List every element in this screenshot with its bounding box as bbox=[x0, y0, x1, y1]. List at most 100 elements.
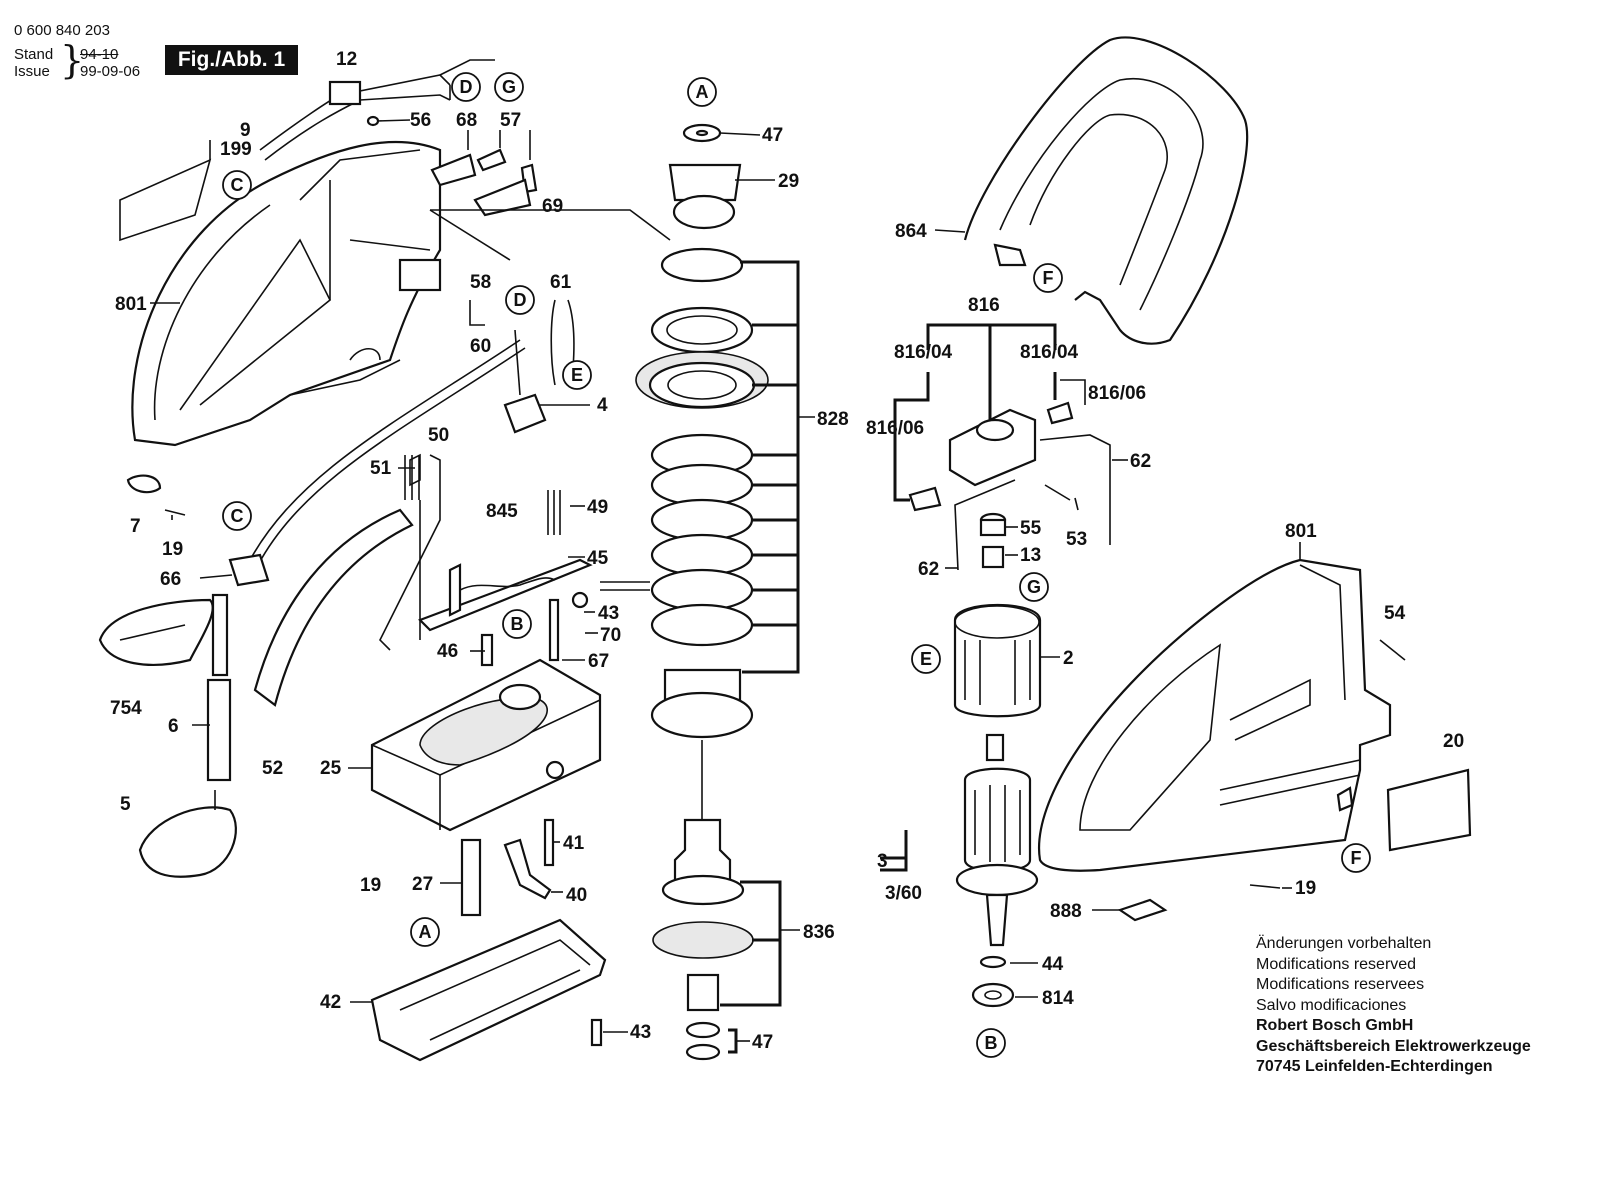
part-label: 46 bbox=[437, 641, 458, 662]
svg-text:B: B bbox=[985, 1033, 998, 1053]
part-label: 47 bbox=[752, 1032, 773, 1053]
part-label: 6 bbox=[168, 716, 179, 737]
switch-assembly-drawing bbox=[249, 299, 575, 566]
part-label: 816 bbox=[968, 295, 1000, 316]
company-address: 70745 Leinfelden-Echterdingen bbox=[1256, 1058, 1493, 1075]
part-label: 68 bbox=[456, 110, 477, 131]
cable-drawing bbox=[259, 59, 495, 161]
svg-text:C: C bbox=[231, 175, 244, 195]
svg-text:F: F bbox=[1043, 268, 1054, 288]
part-label: 3 bbox=[877, 851, 888, 872]
part-label: 51 bbox=[370, 458, 392, 479]
part-label: 12 bbox=[336, 49, 357, 70]
part-label: 836 bbox=[803, 922, 835, 943]
notes-block: Änderungen vorbehalten Modifications res… bbox=[1256, 934, 1586, 1078]
part-label: 40 bbox=[566, 885, 587, 906]
svg-text:D: D bbox=[460, 77, 473, 97]
part-label: 54 bbox=[1384, 603, 1406, 624]
reference-marker-b: B bbox=[976, 1028, 1006, 1058]
part-label: 19 bbox=[162, 539, 183, 560]
leader-lines bbox=[150, 119, 1301, 1042]
motor-drawing bbox=[953, 512, 1042, 1008]
reference-marker-g: G bbox=[494, 72, 524, 102]
header-brace: } bbox=[60, 38, 85, 82]
gear-stack-drawing bbox=[429, 123, 769, 1061]
part-label: 5 bbox=[120, 794, 131, 815]
svg-text:G: G bbox=[1027, 577, 1041, 597]
part-label: 43 bbox=[598, 603, 619, 624]
reference-marker-a: A bbox=[410, 917, 440, 947]
part-label: 801 bbox=[1285, 521, 1317, 542]
reference-marker-c: C bbox=[222, 501, 252, 531]
part-label: 49 bbox=[587, 497, 608, 518]
svg-text:E: E bbox=[571, 365, 583, 385]
part-label: 53 bbox=[1066, 529, 1087, 550]
part-label: 29 bbox=[778, 171, 799, 192]
reference-marker-f: F bbox=[1033, 263, 1063, 293]
reference-marker-c: C bbox=[222, 170, 252, 200]
svg-text:A: A bbox=[696, 82, 709, 102]
part-label: 56 bbox=[410, 110, 431, 131]
part-label: 814 bbox=[1042, 988, 1074, 1009]
reference-marker-e: E bbox=[562, 360, 592, 390]
part-label: 69 bbox=[542, 196, 563, 217]
note-line: Modifications reserved bbox=[1256, 955, 1417, 973]
svg-text:G: G bbox=[502, 77, 516, 97]
assembly-brackets bbox=[720, 260, 1086, 1054]
part-label: 888 bbox=[1050, 901, 1082, 922]
part-label: 199 bbox=[220, 139, 252, 160]
reference-markers: D G C D E C B A A F G E B F bbox=[222, 72, 1371, 1058]
document-number: 0 600 840 203 bbox=[14, 22, 110, 39]
part-label: 52 bbox=[262, 758, 283, 779]
part-label: 864 bbox=[895, 221, 927, 242]
part-label: 9 bbox=[240, 120, 251, 141]
part-label: 816/06 bbox=[1088, 383, 1146, 404]
note-line: Modifications reservees bbox=[1256, 976, 1425, 993]
part-label: 27 bbox=[412, 874, 433, 895]
part-label: 42 bbox=[320, 992, 341, 1013]
svg-text:E: E bbox=[920, 649, 932, 669]
part-label: 45 bbox=[587, 548, 609, 569]
part-label: 55 bbox=[1020, 518, 1042, 539]
note-line: Salvo modificaciones bbox=[1256, 996, 1407, 1014]
part-label: 62 bbox=[1130, 451, 1151, 472]
part-label: 754 bbox=[110, 698, 142, 719]
part-labels: 12 56 68 57 69 9 199 801 58 61 60 4 7 19… bbox=[110, 49, 1464, 1053]
part-label: 67 bbox=[588, 651, 609, 672]
part-label: 19 bbox=[1295, 878, 1316, 899]
svg-text:B: B bbox=[511, 614, 524, 634]
handle-drawing bbox=[963, 36, 1249, 345]
part-label: 44 bbox=[1042, 954, 1064, 975]
cord-parts-drawing bbox=[98, 474, 270, 878]
svg-text:F: F bbox=[1351, 848, 1362, 868]
reference-marker-d: D bbox=[451, 72, 481, 102]
reference-marker-e: E bbox=[911, 644, 941, 674]
figure-title-badge: Fig./Abb. 1 bbox=[165, 45, 298, 75]
part-label: 13 bbox=[1020, 545, 1041, 566]
svg-text:C: C bbox=[231, 506, 244, 526]
part-label: 4 bbox=[597, 395, 608, 416]
part-label: 816/06 bbox=[866, 418, 924, 439]
part-label: 57 bbox=[500, 110, 521, 131]
part-label: 816/04 bbox=[1020, 342, 1079, 363]
linkage-drawing bbox=[253, 453, 593, 707]
part-label: 41 bbox=[563, 833, 585, 854]
part-label: 70 bbox=[600, 625, 621, 646]
switch-drawing bbox=[908, 401, 1111, 571]
stand-label: Stand bbox=[14, 46, 54, 63]
part-label: 43 bbox=[630, 1022, 651, 1043]
issue-date: 99-09-06 bbox=[80, 63, 141, 80]
right-housing-drawing bbox=[1037, 558, 1472, 922]
part-label: 845 bbox=[486, 501, 518, 522]
gearbox-drawing bbox=[370, 658, 607, 1062]
part-label: 19 bbox=[360, 875, 381, 896]
left-housing-drawing bbox=[119, 140, 442, 447]
part-label: 47 bbox=[762, 125, 783, 146]
reference-marker-a: A bbox=[687, 77, 717, 107]
part-label: 801 bbox=[115, 294, 147, 315]
svg-text:D: D bbox=[514, 290, 527, 310]
company-name: Robert Bosch GmbH bbox=[1256, 1017, 1414, 1034]
part-label: 60 bbox=[470, 336, 491, 357]
